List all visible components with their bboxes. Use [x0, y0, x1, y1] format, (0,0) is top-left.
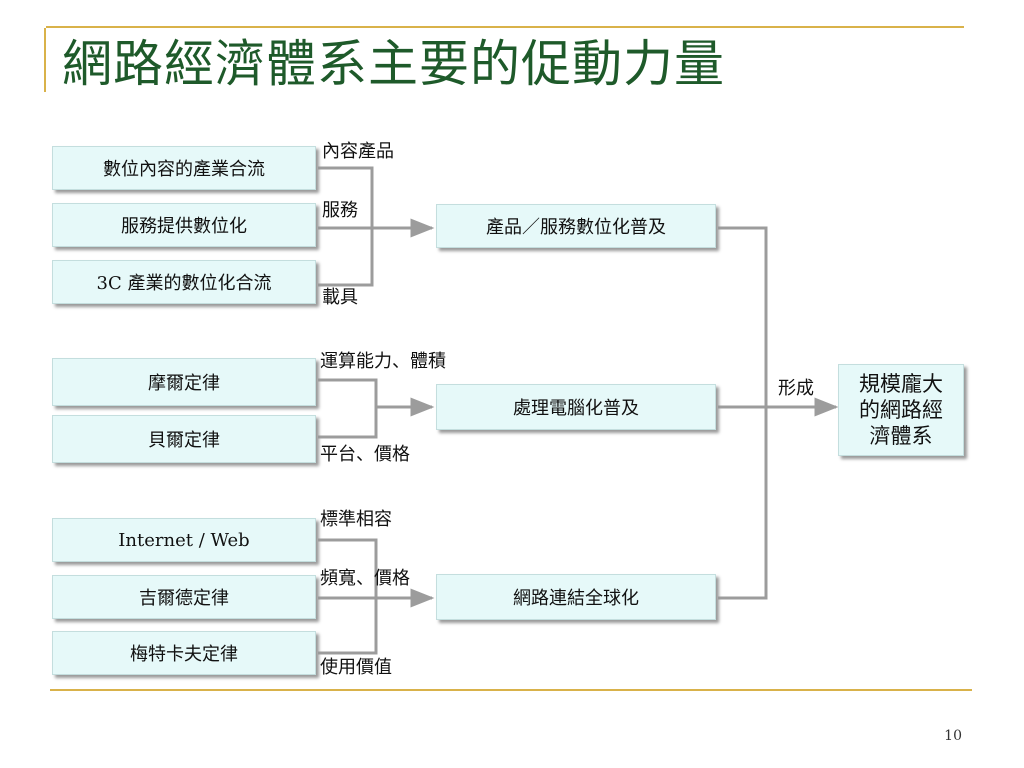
label-use-value: 使用價值 [320, 657, 392, 678]
input-box-gilders-law: 吉爾德定律 [52, 575, 316, 619]
input-box-service-digitization: 服務提供數位化 [52, 203, 316, 247]
label-forms: 形成 [778, 378, 814, 399]
connector-g2-bottom [318, 407, 378, 439]
input-box-digital-content: 數位內容的產業合流 [52, 146, 316, 190]
input-box-internet-web: Internet / Web [52, 518, 316, 562]
connector-g1-top [318, 166, 374, 228]
input-box-bells-law: 貝爾定律 [52, 415, 316, 463]
output-box-product-service: 產品／服務數位化普及 [436, 204, 716, 248]
output-box-computing: 處理電腦化普及 [436, 384, 716, 430]
title-accent-bar [44, 28, 46, 92]
bottom-rule [50, 689, 972, 691]
label-computing-power: 運算能力、體積 [320, 351, 446, 372]
input-box-metcalfes-law: 梅特卡夫定律 [52, 631, 316, 675]
page-number: 10 [944, 728, 962, 744]
label-services: 服務 [322, 200, 358, 221]
connector-g2-top [318, 378, 378, 407]
top-rule [46, 26, 964, 28]
output-box-network: 網路連結全球化 [436, 574, 716, 620]
connector-out-top [718, 226, 768, 600]
connector-g1-bottom [318, 228, 374, 287]
slide-title: 網路經濟體系主要的促動力量 [62, 35, 725, 93]
label-content-products: 內容產品 [322, 141, 394, 162]
input-box-moores-law: 摩爾定律 [52, 358, 316, 406]
label-platform-price: 平台、價格 [320, 444, 410, 465]
result-box-network-economy: 規模龐大的網路經濟體系 [838, 364, 964, 456]
input-box-3c-convergence: 3C 產業的數位化合流 [52, 260, 316, 304]
label-standards: 標準相容 [320, 509, 392, 530]
label-devices: 載具 [322, 287, 358, 308]
label-bandwidth-price: 頻寬、價格 [320, 568, 410, 589]
